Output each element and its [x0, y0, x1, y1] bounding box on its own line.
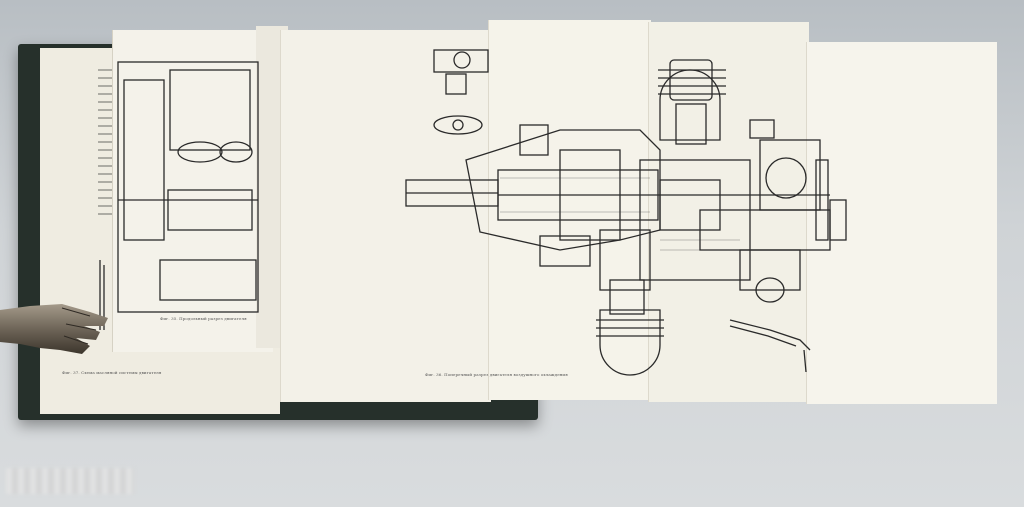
foldout-sheet-1	[280, 30, 491, 402]
figure-caption-main: Фиг. 36. Поперечный разрез двигателя воз…	[425, 372, 568, 377]
figure-caption-left: Фиг. 35. Продольный разрез двигателя	[160, 316, 247, 321]
foldout-sheet-3	[648, 22, 809, 402]
foldout-panel-left	[112, 30, 273, 352]
figure-caption-bottom: Фиг. 37. Схема масляной системы двигател…	[62, 370, 162, 375]
foldout-sheet-4	[806, 42, 997, 404]
foldout-sheet-2	[488, 20, 651, 400]
metal-hand-figurine	[0, 304, 108, 354]
blurred-watermark	[6, 468, 134, 494]
